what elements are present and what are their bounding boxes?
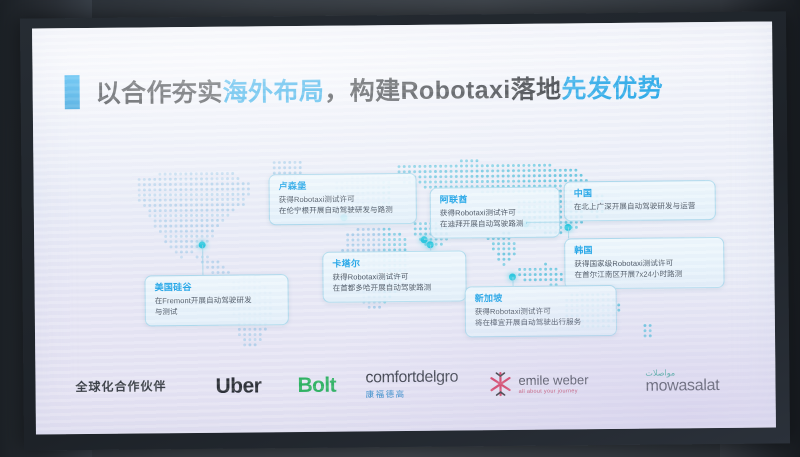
callout-title-luxembourg: 卢森堡 bbox=[279, 180, 407, 192]
logo-uber-text: Uber bbox=[215, 374, 261, 398]
partners-label: 全球化合作伙伴 bbox=[75, 377, 166, 395]
logo-comfortdelgro-text: comfortdelgro bbox=[365, 369, 458, 386]
callout-title-china: 中国 bbox=[574, 187, 706, 200]
callout-title-singapore: 新加坡 bbox=[475, 292, 607, 305]
page-title: 以合作夯实海外布局，构建Robotaxi落地先发优势 bbox=[96, 69, 664, 110]
callout-line-luxembourg-2: 在伦宁根开展自动驾驶研发与路测 bbox=[279, 205, 407, 217]
logo-mowasalat-text: mowasalat bbox=[645, 377, 719, 395]
logo-mowasalat: مواصلات mowasalat bbox=[645, 364, 719, 401]
partners-row: 全球化合作伙伴 Uber Bolt comfortdelgro 康福德高 bbox=[35, 357, 775, 416]
logo-comfortdelgro-subtext: 康福德高 bbox=[366, 388, 406, 400]
callout-korea[interactable]: 韩国获得国家级Robotaxi测试许可在首尔江南区开展7x24小时路测 bbox=[564, 237, 724, 290]
leader-line-v-qatar bbox=[430, 245, 431, 251]
title-highlight-1: 海外布局 bbox=[223, 78, 325, 107]
leader-line-v-korea bbox=[568, 227, 569, 238]
callout-title-uae: 阿联酋 bbox=[440, 194, 550, 206]
title-middle: ，构建Robotaxi落地 bbox=[324, 75, 561, 105]
callout-luxembourg[interactable]: 卢森堡获得Robotaxi测试许可在伦宁根开展自动驾驶研发与路测 bbox=[268, 173, 416, 225]
slide-title-row: 以合作夯实海外布局，构建Robotaxi落地先发优势 bbox=[65, 69, 664, 111]
presentation-slide: 以合作夯实海外布局，构建Robotaxi落地先发优势 卢森堡获得Robotaxi… bbox=[32, 21, 776, 434]
callout-china[interactable]: 中国在北上广深开展自动驾驶研发与运营 bbox=[564, 180, 716, 222]
leader-line-h-uae bbox=[424, 239, 430, 240]
logo-emile-weber: emile weber all about your journey bbox=[487, 365, 588, 402]
callout-line-singapore-2: 将在樟宜开展自动驾驶出行服务 bbox=[475, 317, 607, 329]
logo-bolt-text: Bolt bbox=[297, 374, 336, 398]
title-accent-bar bbox=[65, 75, 80, 109]
callout-line-uae-2: 在迪拜开展自动驾驶路测 bbox=[440, 219, 550, 231]
callout-title-usa-silicon-valley: 美国硅谷 bbox=[155, 281, 279, 293]
logo-emile-weber-subtext: all about your journey bbox=[519, 388, 589, 395]
callout-qatar[interactable]: 卡塔尔获得Robotaxi测试许可在首都多哈开展自动驾驶路测 bbox=[322, 250, 466, 302]
logo-bolt: Bolt bbox=[297, 368, 336, 404]
callout-singapore[interactable]: 新加坡获得Robotaxi测试许可将在樟宜开展自动驾驶出行服务 bbox=[465, 285, 617, 337]
callout-uae[interactable]: 阿联酋获得Robotaxi测试许可在迪拜开展自动驾驶路测 bbox=[430, 187, 560, 239]
title-prefix: 以合作夯实 bbox=[96, 79, 223, 108]
logo-uber: Uber bbox=[215, 368, 261, 404]
logo-comfortdelgro: comfortdelgro 康福德高 bbox=[365, 366, 458, 403]
callout-line-korea-2: 在首尔江南区开展7x24小时路测 bbox=[574, 269, 714, 281]
callout-line-china-1: 在北上广深开展自动驾驶研发与运营 bbox=[574, 201, 706, 213]
logo-emile-weber-text: emile weber bbox=[518, 373, 588, 387]
callout-usa-silicon-valley[interactable]: 美国硅谷在Fremont开展自动驾驶研发与测试 bbox=[144, 274, 288, 326]
callout-line-qatar-2: 在首都多哈开展自动驾驶路测 bbox=[333, 283, 457, 295]
snowflake-icon bbox=[487, 370, 513, 398]
callout-title-qatar: 卡塔尔 bbox=[332, 257, 456, 269]
callout-title-korea: 韩国 bbox=[574, 244, 714, 257]
leader-line-v-singapore bbox=[512, 277, 513, 286]
callout-line-usa-silicon-valley-2: 与测试 bbox=[155, 306, 279, 318]
title-highlight-2: 先发优势 bbox=[561, 75, 663, 104]
